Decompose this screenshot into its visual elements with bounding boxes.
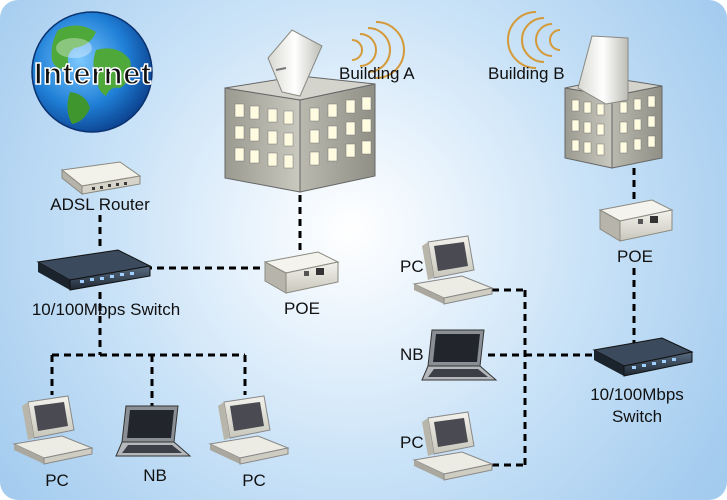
antenna-b-icon [577,35,629,105]
adsl-router-icon [60,161,142,196]
switch-right-label-line2: Switch [611,407,663,426]
switch-left-icon [36,249,152,291]
poe-right-label: POE [617,247,653,266]
pc-right-bottom-label: PC [400,433,424,452]
antenna-a-icon [267,29,323,97]
building-a-label: Building A [339,64,415,83]
switch-right-label-line1: 10/100Mbps [590,385,684,404]
notebook-left-icon [115,405,192,457]
globe-icon [31,11,153,133]
pc-right-top-icon [412,235,494,305]
switch-left-label: 10/100Mbps Switch [31,300,181,319]
building-a-icon [224,29,376,193]
poe-right-icon [598,199,674,242]
pc-left-1-label: PC [45,471,69,490]
nb-right-label: NB [400,345,424,364]
signal-waves-a-icon [351,21,405,79]
signal-waves-b-icon [507,11,561,69]
pc-left-2-icon [208,395,290,465]
poe-left-icon [263,251,340,294]
pc-left-2-label: PC [242,471,266,490]
connection-lines [50,168,636,467]
switch-right-icon [592,337,694,377]
building-b-label: Building B [488,64,565,83]
pc-right-bottom-icon [412,411,494,481]
notebook-right-icon [421,329,498,381]
internet-label: Internet [33,56,152,91]
pc-right-top-label: PC [400,257,424,276]
building-b-icon [564,35,663,169]
nb-left-label: NB [143,466,167,485]
pc-left-1-icon [12,395,94,465]
poe-left-label: POE [284,299,320,318]
adsl-router-label: ADSL Router [50,195,150,214]
